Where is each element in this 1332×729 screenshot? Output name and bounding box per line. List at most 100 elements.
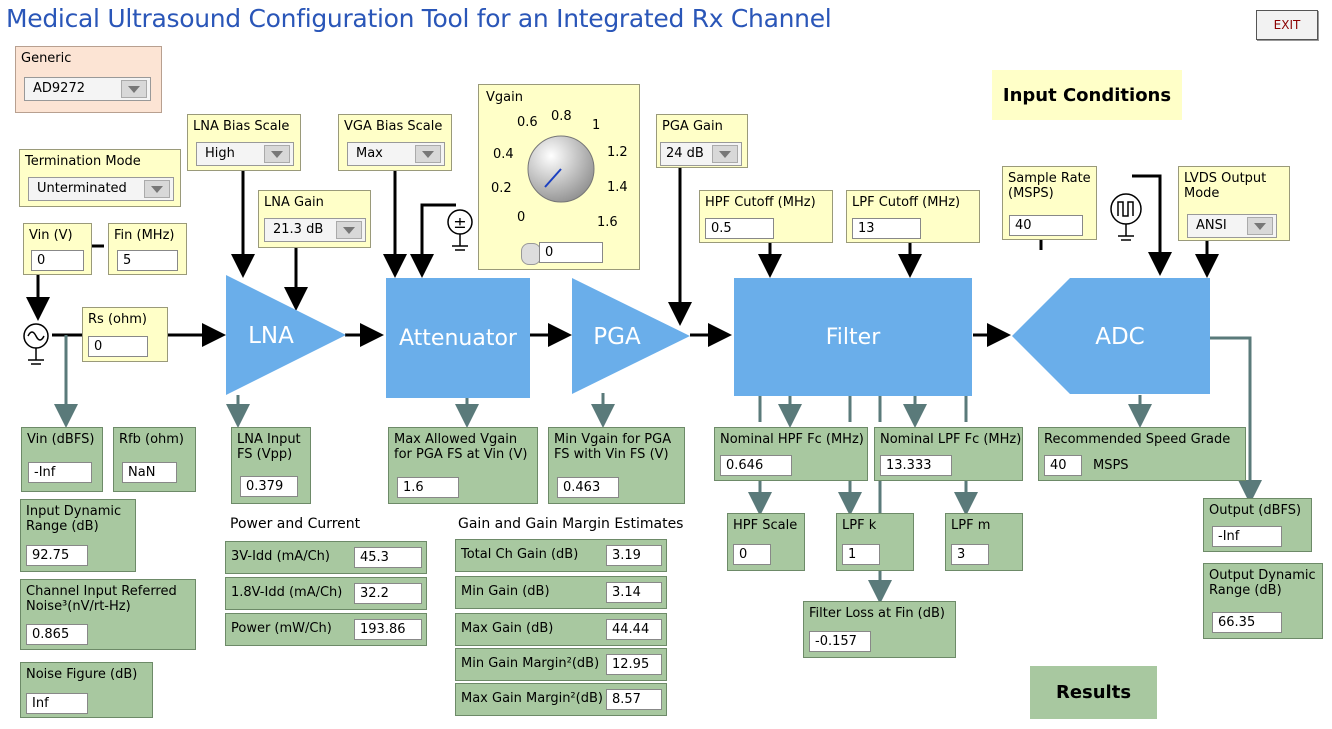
gain-row-value: 44.44 — [606, 619, 662, 640]
input-conditions-label: Input Conditions — [992, 70, 1182, 120]
nominal-lpf-label: Nominal LPF Fc (MHz) — [880, 432, 1022, 447]
max-vgain-label-2: for PGA FS at Vin (V) — [394, 447, 528, 462]
noise-panel: Channel Input Referred Noise³(nV/rt-Hz) … — [20, 579, 196, 650]
input-dr-label: Input Dynamic — [26, 504, 122, 519]
rfb-panel: Rfb (ohm) NaN — [113, 427, 196, 492]
chevron-down-icon — [121, 80, 147, 98]
chevron-down-icon — [144, 180, 170, 198]
lna-gain-label: LNA Gain — [264, 195, 324, 210]
nominal-lpf-value: 13.333 — [880, 455, 952, 476]
noise-value: 0.865 — [26, 624, 88, 645]
nominal-hpf-value: 0.646 — [720, 455, 792, 476]
gain-row-label: Min Gain Margin²(dB) — [461, 656, 600, 671]
gain-row: Total Ch Gain (dB) 3.19 — [455, 539, 667, 572]
output-dbfs-value: -Inf — [1212, 526, 1282, 547]
lpf-cutoff-field[interactable]: 13 — [852, 218, 921, 239]
lvds-select[interactable]: ANSI — [1187, 214, 1277, 238]
min-vgain-panel: Min Vgain for PGA FS with Vin FS (V) 0.4… — [548, 427, 685, 504]
vin-label: Vin (V) — [29, 228, 73, 243]
gain-section-title: Gain and Gain Margin Estimates — [458, 516, 684, 532]
hpf-scale-label: HPF Scale — [733, 518, 798, 533]
device-select[interactable]: AD9272 — [24, 77, 151, 101]
filter-block: Filter — [734, 278, 972, 396]
speed-grade-label: Recommended Speed Grade — [1044, 432, 1231, 447]
gain-row-value: 3.14 — [606, 582, 662, 603]
lpf-cutoff-panel: LPF Cutoff (MHz) 13 — [846, 190, 980, 243]
power-row-label: 3V-Idd (mA/Ch) — [231, 549, 330, 564]
min-vgain-label: Min Vgain for PGA — [554, 432, 672, 447]
sample-rate-panel: Sample Rate (MSPS) 40 — [1002, 166, 1097, 240]
lvds-value: ANSI — [1196, 218, 1227, 233]
sample-rate-unit-label: (MSPS) — [1008, 186, 1054, 201]
gain-row-label: Total Ch Gain (dB) — [461, 547, 579, 562]
vga-bias-select[interactable]: Max — [347, 142, 445, 166]
vgain-tick: 0 — [517, 210, 526, 225]
speed-grade-unit: MSPS — [1093, 458, 1129, 473]
sample-rate-label: Sample Rate — [1008, 171, 1091, 186]
gain-row: Min Gain Margin²(dB) 12.95 — [455, 648, 667, 681]
vgain-tick: 1 — [592, 118, 601, 133]
power-row: 1.8V-Idd (mA/Ch) 32.2 — [225, 577, 427, 610]
vgain-stepper[interactable] — [521, 243, 541, 265]
lna-bias-select[interactable]: High — [196, 142, 294, 166]
nominal-lpf-panel: Nominal LPF Fc (MHz) 13.333 — [874, 427, 1023, 481]
filter-loss-value: -0.157 — [809, 631, 871, 652]
vgain-field[interactable]: 0 — [539, 242, 603, 263]
max-vgain-value: 1.6 — [397, 477, 459, 498]
output-dbfs-panel: Output (dBFS) -Inf — [1203, 498, 1312, 552]
hpf-scale-value: 0 — [733, 544, 771, 565]
pga-gain-select[interactable]: 24 dB — [660, 142, 742, 166]
hpf-cutoff-panel: HPF Cutoff (MHz) 0.5 — [699, 190, 833, 243]
vgain-knob[interactable] — [525, 133, 597, 205]
lpf-cutoff-label: LPF Cutoff (MHz) — [852, 195, 961, 210]
gain-row-value: 12.95 — [606, 654, 662, 675]
lna-bias-label: LNA Bias Scale — [193, 119, 290, 134]
sample-rate-field[interactable]: 40 — [1009, 215, 1083, 236]
noise-figure-panel: Noise Figure (dB) Inf — [20, 662, 153, 718]
output-dbfs-label: Output (dBFS) — [1209, 503, 1302, 518]
vin-field[interactable]: 0 — [31, 250, 84, 271]
power-row: 3V-Idd (mA/Ch) 45.3 — [225, 541, 427, 574]
vgain-tick: 1.2 — [607, 145, 628, 160]
pga-label: PGA — [593, 324, 641, 350]
vin-dbfs-panel: Vin (dBFS) -Inf — [21, 427, 103, 492]
gain-row-label: Min Gain (dB) — [461, 584, 550, 599]
filter-loss-label: Filter Loss at Fin (dB) — [809, 606, 945, 621]
input-dr-unit-label: Range (dB) — [26, 519, 99, 534]
power-row: Power (mW/Ch) 193.86 — [225, 613, 427, 646]
vga-bias-panel: VGA Bias Scale Max — [338, 114, 452, 171]
termination-label: Termination Mode — [25, 154, 141, 169]
lpf-m-value: 3 — [951, 544, 989, 565]
min-vgain-value: 0.463 — [557, 477, 619, 498]
chevron-down-icon — [712, 145, 738, 163]
rs-field[interactable]: 0 — [88, 336, 148, 357]
vgain-tick: 1.4 — [607, 180, 628, 195]
rs-panel: Rs (ohm) 0 — [82, 307, 168, 362]
hpf-cutoff-field[interactable]: 0.5 — [705, 218, 774, 239]
fin-field[interactable]: 5 — [117, 250, 178, 271]
attenuator-block: Attenuator — [386, 278, 530, 398]
pga-block — [572, 278, 690, 394]
output-dr-panel: Output Dynamic Range (dB) 66.35 — [1203, 563, 1323, 639]
dc-source-icon: ± — [447, 209, 473, 251]
results-label: Results — [1030, 666, 1157, 719]
lpf-k-value: 1 — [842, 544, 880, 565]
lvds-label: LVDS Output — [1184, 171, 1267, 186]
lna-block — [226, 275, 346, 395]
clock-source-icon — [1110, 193, 1142, 241]
lna-gain-value: 21.3 dB — [273, 222, 324, 237]
device-select-value: AD9272 — [33, 81, 85, 96]
termination-value: Unterminated — [37, 181, 127, 196]
exit-button[interactable]: EXIT — [1256, 10, 1318, 40]
vga-bias-value: Max — [356, 146, 383, 161]
termination-select[interactable]: Unterminated — [28, 177, 174, 201]
gain-row: Max Gain (dB) 44.44 — [455, 613, 667, 646]
lna-gain-panel: LNA Gain 21.3 dB — [258, 190, 371, 248]
noise-unit-label: Noise³(nV/rt-Hz) — [26, 599, 131, 614]
device-label: Generic — [21, 51, 72, 66]
gain-row: Max Gain Margin²(dB) 8.57 — [455, 683, 667, 716]
vgain-tick: 0.8 — [551, 109, 572, 124]
lpf-k-panel: LPF k 1 — [836, 513, 914, 571]
lna-gain-select[interactable]: 21.3 dB — [264, 218, 366, 242]
